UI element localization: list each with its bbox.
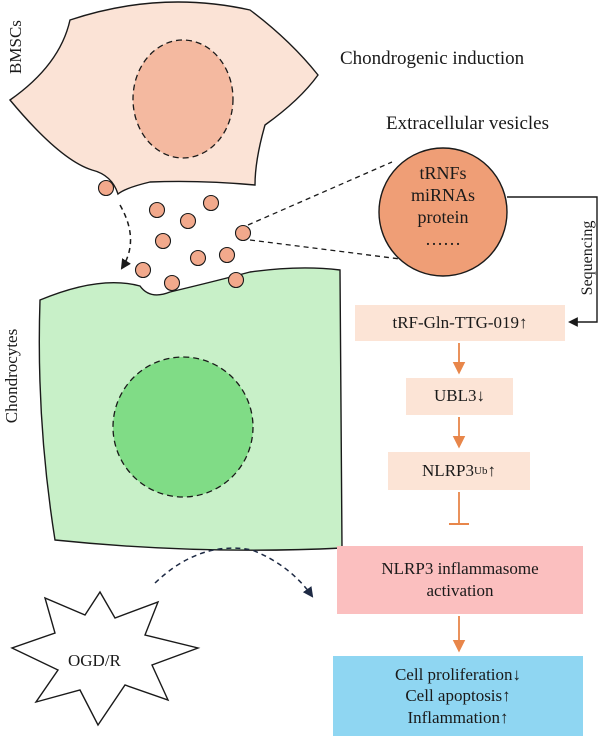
inflammasome-text: NLRP3 inflammasome activation (337, 546, 583, 614)
inflammasome-box (337, 546, 583, 614)
vesicle (97, 179, 115, 197)
extracellular-vesicles-label: Extracellular vesicles (386, 113, 550, 134)
inflammasome-line: activation (426, 581, 494, 600)
zoom-line-bottom (249, 239, 433, 264)
ev-content-item: tRNFs (419, 163, 467, 183)
vesicle (234, 224, 252, 242)
vesicle (163, 274, 181, 292)
zoom-line-top (247, 161, 393, 226)
sequencing-label: Sequencing (579, 220, 596, 296)
ubl3-text: UBL3↓ (434, 386, 485, 406)
bmscs-label: BMSCs (6, 20, 25, 74)
ev-content-item: miRNAs (410, 185, 475, 205)
chondrocytes-label: Chondrocytes (2, 328, 21, 424)
ev-contents: tRNFs miRNAs protein …… (380, 162, 506, 250)
outcome-text: Cell proliferation↓ Cell apoptosis↑ Infl… (333, 656, 583, 736)
inflammasome-line: NLRP3 inflammasome (381, 558, 539, 578)
vesicle (227, 271, 245, 289)
trf-text: tRF-Gln-TTG-019↑ (392, 312, 528, 332)
nlrp3-arrow: ↑ (487, 460, 496, 480)
chondrocyte-nucleus (112, 356, 254, 498)
transfer-arrow (119, 204, 132, 270)
vesicles (97, 179, 252, 292)
vesicle (134, 261, 152, 279)
nlrp3-box (388, 452, 530, 490)
vesicle (202, 194, 220, 212)
vesicle (189, 249, 207, 267)
sequencing-arrow (507, 196, 598, 327)
vesicle (218, 246, 236, 264)
nlrp3-sup: Ub (474, 464, 488, 477)
nlrp3-base: NLRP3 (422, 460, 474, 480)
outcome-box (333, 656, 583, 736)
trf-box (355, 305, 565, 341)
ubl3-box (406, 378, 513, 415)
outcome-line: Inflammation↑ (407, 707, 509, 727)
chondrogenic-induction-label: Chondrogenic induction (340, 48, 525, 69)
ogdr-star (10, 590, 201, 727)
ogdr-label: OGD/R (68, 651, 121, 670)
outcome-line: Cell apoptosis↑ (405, 686, 511, 706)
ev-circle (378, 147, 508, 277)
outcome-line: Cell proliferation↓ (394, 665, 522, 685)
vesicle (148, 201, 166, 219)
vesicle (179, 212, 197, 230)
vesicle (154, 232, 172, 250)
ev-content-item: …… (425, 229, 461, 249)
bmsc-nucleus (132, 39, 234, 159)
ev-content-item: protein (417, 207, 469, 227)
ogdr-arrow (154, 547, 314, 598)
